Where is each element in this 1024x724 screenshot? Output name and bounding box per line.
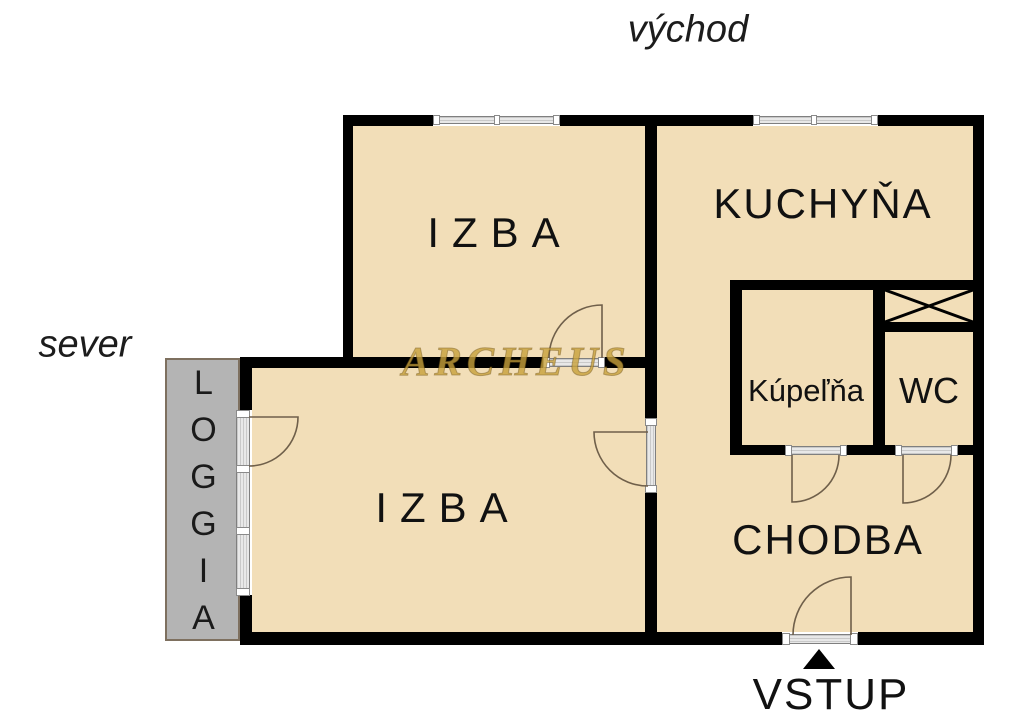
door-jamb	[645, 418, 657, 426]
wall-bottom-a	[240, 632, 782, 645]
window-mullion	[811, 115, 817, 125]
wall-divider-horizontal-a	[240, 357, 543, 368]
wall-left-lower-a	[240, 357, 252, 410]
door-jamb	[785, 445, 792, 456]
window-jamb	[236, 410, 250, 418]
wall-bathroom-bottom-c	[958, 445, 973, 455]
door-jamb	[782, 633, 790, 645]
room-label-izba-bottom: IZBA	[375, 484, 521, 531]
door-swing-kupelna	[791, 454, 840, 503]
wall-top-b	[560, 115, 753, 126]
room-label-izba-top: IZBA	[427, 209, 573, 256]
wall-right	[973, 115, 984, 645]
wall-bathroom-left	[730, 280, 742, 455]
window-jamb	[871, 115, 878, 125]
door-swing-entrance	[792, 576, 852, 636]
shaft-cross-icon	[884, 288, 974, 324]
loggia-balcony	[165, 358, 240, 641]
door-jamb	[850, 633, 858, 645]
compass-north-label: sever	[38, 323, 132, 366]
window-jamb	[753, 115, 760, 125]
door-swing-izba-chodba	[593, 431, 649, 487]
room-label-kuchyna: KUCHYŇA	[713, 180, 933, 227]
wall-bathroom-wc-divider	[873, 290, 885, 455]
door-jamb	[840, 445, 847, 456]
wall-left-upper-room	[343, 115, 353, 357]
wall-bottom-b	[858, 632, 984, 645]
wall-shaft-bottom	[885, 322, 973, 332]
room-label-chodba: CHODBA	[732, 516, 924, 563]
window-mullion	[494, 115, 500, 125]
wall-top-c	[878, 115, 984, 126]
room-label-kupelna: Kúpeľňa	[748, 373, 864, 408]
wall-divider-vertical-b	[645, 493, 657, 632]
window-jamb	[236, 588, 250, 596]
room-label-wc: WC	[899, 370, 959, 411]
wall-divider-horizontal-b	[605, 357, 657, 368]
watermark-text: ARCHEUS	[402, 338, 631, 385]
door-jamb	[645, 485, 657, 493]
door-swing-wc	[902, 454, 952, 504]
window-jamb	[553, 115, 560, 125]
floor-fill-main	[353, 126, 973, 632]
wall-bathroom-bottom-a	[730, 445, 785, 455]
entrance-label: VSTUP	[752, 670, 910, 719]
compass-east-label: východ	[627, 8, 749, 51]
wall-top-a	[343, 115, 433, 126]
door-swing-izba-top	[548, 304, 603, 359]
wall-left-lower-b	[240, 595, 252, 645]
wall-bathroom-top	[730, 280, 973, 290]
entrance-arrow-icon	[803, 649, 835, 669]
door-jamb	[895, 445, 902, 456]
wall-bathroom-bottom-b	[847, 445, 895, 455]
room-label-loggia: LOGGIA	[184, 364, 223, 646]
door-jamb	[951, 445, 958, 456]
wall-divider-vertical-a	[645, 126, 657, 418]
door-jamb	[543, 357, 550, 368]
window-mullion	[236, 527, 250, 535]
window-jamb	[433, 115, 440, 125]
window-jamb	[236, 465, 250, 473]
door-swing-loggia	[248, 416, 299, 467]
floor-fill-left-sliver	[252, 368, 353, 632]
